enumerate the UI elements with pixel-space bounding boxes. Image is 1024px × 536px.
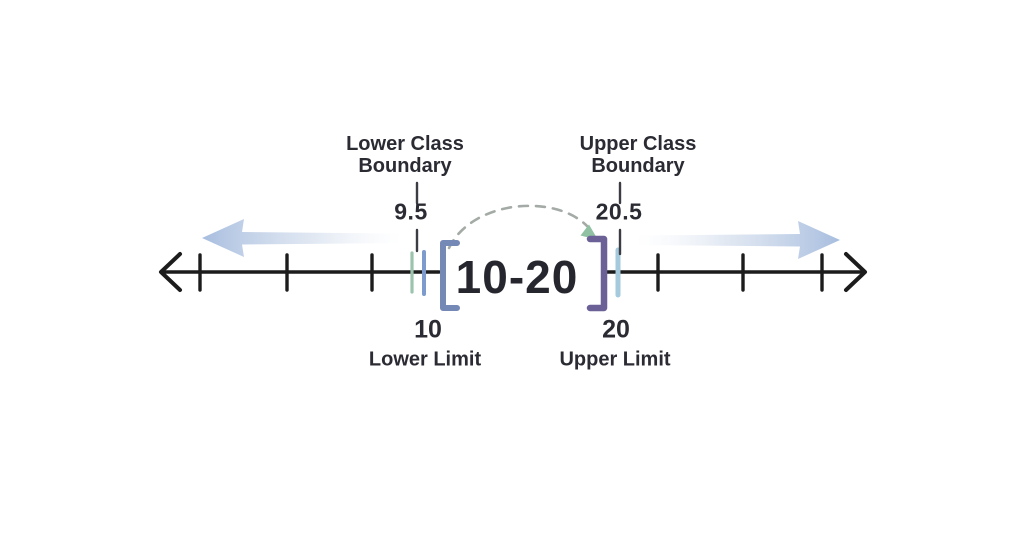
lower-limit-value: 10 (414, 315, 442, 344)
lower-boundary-value: 9.5 (394, 198, 428, 225)
number-line-ticks (198, 253, 824, 292)
upper-class-boundary-label-line2: Boundary (591, 155, 685, 177)
lower-class-boundary-label: Lower Class Boundary (346, 133, 464, 177)
class-interval-value: 10-20 (455, 251, 579, 303)
upper-class-boundary-label: Upper Class Boundary (580, 133, 697, 177)
number-line-left-arrowhead-icon (159, 252, 182, 292)
lower-limit-label: Lower Limit (368, 348, 482, 371)
interval-open-bracket (440, 240, 460, 311)
right-extent-arrow-icon (636, 221, 840, 259)
number-line-right-arrowhead-icon (844, 252, 867, 292)
upper-boundary-value: 20.5 (595, 198, 643, 225)
upper-limit-value: 20 (602, 315, 630, 344)
label-connectors (415, 181, 622, 256)
left-extent-arrow-icon (202, 219, 402, 257)
interval-close-bracket (586, 235, 608, 312)
boundary-arc-dashed (447, 204, 590, 250)
upper-limit-label: Upper Limit (559, 348, 671, 371)
lower-class-boundary-label-line1: Lower Class (346, 133, 464, 155)
upper-class-boundary-label-line1: Upper Class (579, 133, 697, 155)
lower-class-boundary-label-line2: Boundary (358, 155, 452, 177)
